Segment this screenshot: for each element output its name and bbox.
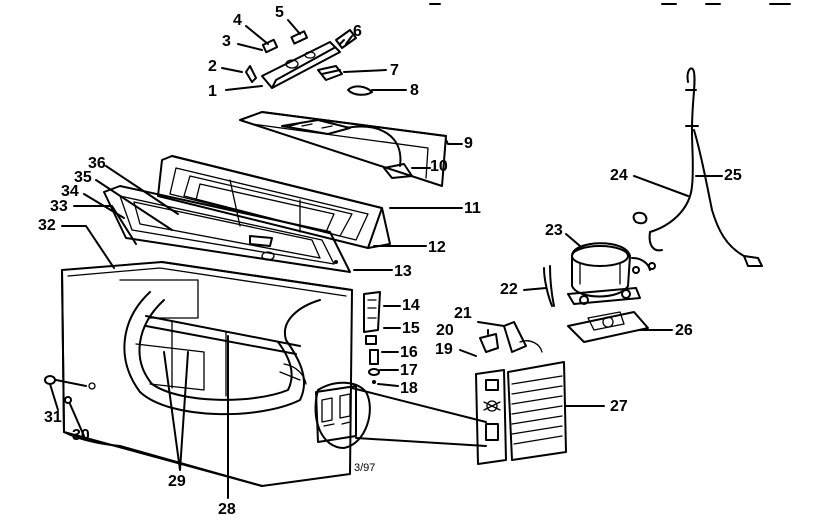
callout-16: 16 xyxy=(400,344,418,361)
callout-20: 20 xyxy=(436,322,454,339)
leader-lines xyxy=(49,19,723,499)
callout-14: 14 xyxy=(402,297,420,314)
callout-13: 13 xyxy=(394,263,412,280)
callout-36: 36 xyxy=(88,155,106,172)
callout-19: 19 xyxy=(435,341,453,358)
detail-circle xyxy=(314,381,371,449)
callout-34: 34 xyxy=(61,183,79,200)
revision-code: 3/97 xyxy=(354,462,376,474)
callout-11: 11 xyxy=(464,200,481,217)
callout-31: 31 xyxy=(44,409,62,426)
callout-1: 1 xyxy=(208,83,217,100)
callout-8: 8 xyxy=(410,82,419,99)
callout-28: 28 xyxy=(218,501,236,518)
grille xyxy=(507,361,567,461)
callout-22: 22 xyxy=(500,281,518,298)
callout-33: 33 xyxy=(50,198,68,215)
callout-4: 4 xyxy=(233,12,242,29)
callout-32: 32 xyxy=(38,217,56,234)
callout-6: 6 xyxy=(353,23,362,40)
callout-26: 26 xyxy=(675,322,693,339)
callout-9: 9 xyxy=(464,135,473,152)
callout-23: 23 xyxy=(545,222,563,239)
callout-10: 10 xyxy=(430,158,448,175)
callout-29: 29 xyxy=(168,473,186,490)
compressor-assembly xyxy=(543,242,656,343)
callout-12: 12 xyxy=(428,239,446,256)
handle-assembly xyxy=(245,29,373,96)
hinge-parts xyxy=(363,291,381,384)
callout-27: 27 xyxy=(610,398,628,415)
callout-3: 3 xyxy=(222,33,231,50)
callout-15: 15 xyxy=(402,320,420,337)
callout-18: 18 xyxy=(400,380,418,397)
callout-5: 5 xyxy=(275,4,284,21)
callout-2: 2 xyxy=(208,58,217,75)
electrical-parts xyxy=(479,321,543,353)
control-plate xyxy=(475,369,507,465)
detail-projection-lines xyxy=(351,387,487,447)
callout-7: 7 xyxy=(390,62,399,79)
power-cord xyxy=(632,67,763,267)
callout-17: 17 xyxy=(400,362,418,379)
callout-30: 30 xyxy=(72,427,90,444)
cabinet xyxy=(44,261,357,487)
callout-25: 25 xyxy=(724,167,742,184)
lid xyxy=(239,111,447,187)
callout-35: 35 xyxy=(74,169,92,186)
callout-24: 24 xyxy=(610,167,628,184)
callout-21: 21 xyxy=(454,305,472,322)
inner-frame xyxy=(103,185,351,273)
